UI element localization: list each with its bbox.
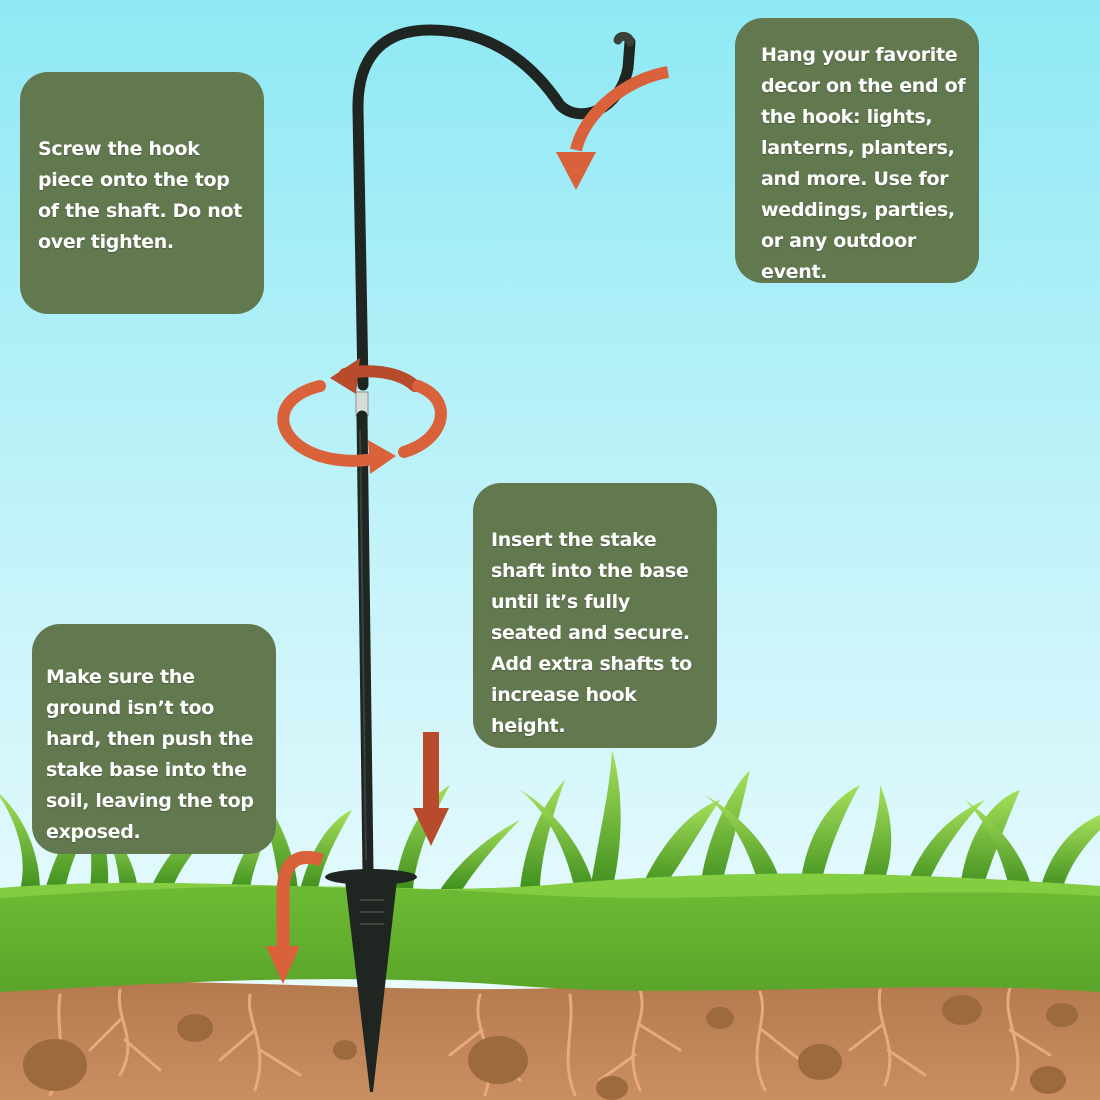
ground-highlight (0, 873, 1100, 898)
insert-down-arrow-icon (413, 732, 449, 846)
stake-shaft (356, 410, 374, 878)
callout-ground: Make sure the ground isn’t too hard, the… (32, 624, 276, 854)
down-arrow-icon (556, 66, 670, 190)
rotate-arrows-icon (277, 358, 447, 474)
push-down-arrow-icon (266, 850, 324, 984)
stake-base (345, 880, 397, 1092)
callout-hook-piece: Screw the hook piece onto the top of the… (20, 72, 264, 314)
soil (0, 973, 1100, 1100)
callout-hang-decor: Hang your favorite decor on the end of t… (735, 18, 979, 283)
callout-insert-shaft: Insert the stake shaft into the base unt… (473, 483, 717, 748)
